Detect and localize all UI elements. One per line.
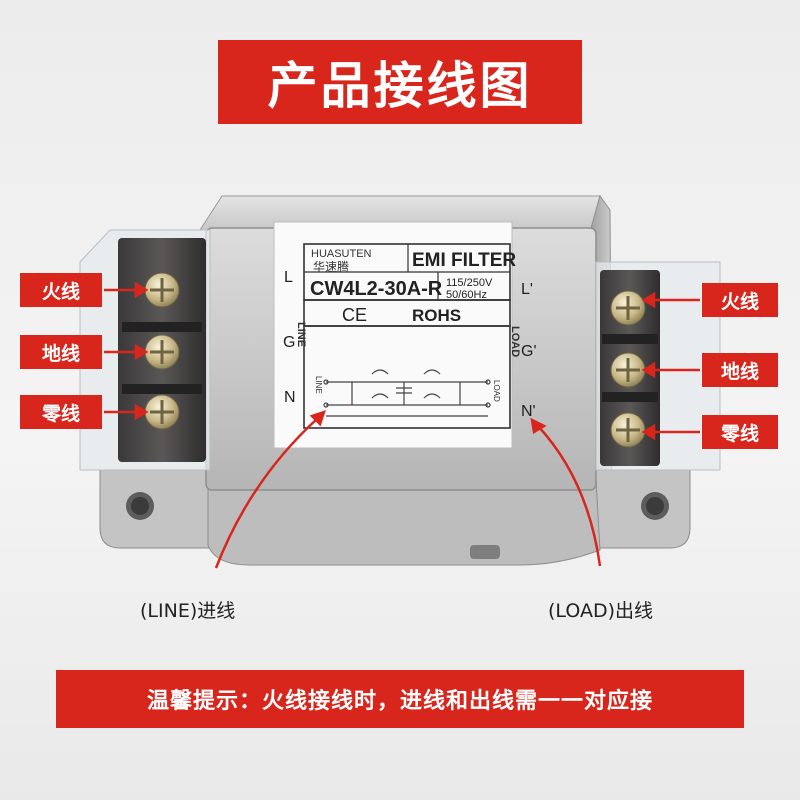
terminal-n-prime: N' [521,403,536,420]
line-in-caption: (LINE)进线 [140,600,236,622]
page-title: 产品接线图 [267,57,533,115]
left-tag-live: 火线 [20,273,102,307]
rohs-mark: ROHS [412,306,461,325]
terminal-l-prime: L' [521,281,533,298]
terminal-g: G [283,334,295,351]
left-tag-ground: 地线 [20,335,102,369]
screw-icon [610,412,646,448]
screw-icon [144,394,180,430]
rated-frequency: 50/60Hz [446,289,487,301]
terminal-l: L [284,269,293,286]
terminal-n: N [284,389,296,406]
product-label: HUASUTEN 华速腾 EMI FILTER CW4L2-30A-R 115/… [273,221,521,449]
screw-icon [610,352,646,388]
load-out-caption: (LOAD)出线 [548,600,653,622]
right-tag-ground: 地线 [702,353,778,387]
tip-banner: 温馨提示：火线接线时，进线和出线需一一对应接 [56,670,744,728]
left-tag-neutral: 零线 [20,395,102,429]
line-side-label: LINE [295,322,307,347]
model-number: CW4L2-30A-R [310,278,443,300]
screw-icon [610,290,646,326]
right-tag-live: 火线 [702,283,778,317]
ce-mark: CE [342,305,367,325]
brand-cn: 华速腾 [313,259,349,274]
tip-text: 温馨提示：火线接线时，进线和出线需一一对应接 [146,689,653,714]
schematic-line-label: LINE [314,376,323,394]
product-type: EMI FILTER [412,250,516,271]
screw-icon [144,272,180,308]
title-banner: 产品接线图 [218,40,582,124]
schematic-load-label: LOAD [492,380,501,402]
screw-icon [144,334,180,370]
filter-schematic [323,369,491,417]
load-side-label: LOAD [509,326,521,357]
rated-voltage: 115/250V [446,277,493,289]
right-tag-neutral: 零线 [702,415,778,449]
brand-en: HUASUTEN [311,248,372,260]
terminal-g-prime: G' [521,343,537,360]
